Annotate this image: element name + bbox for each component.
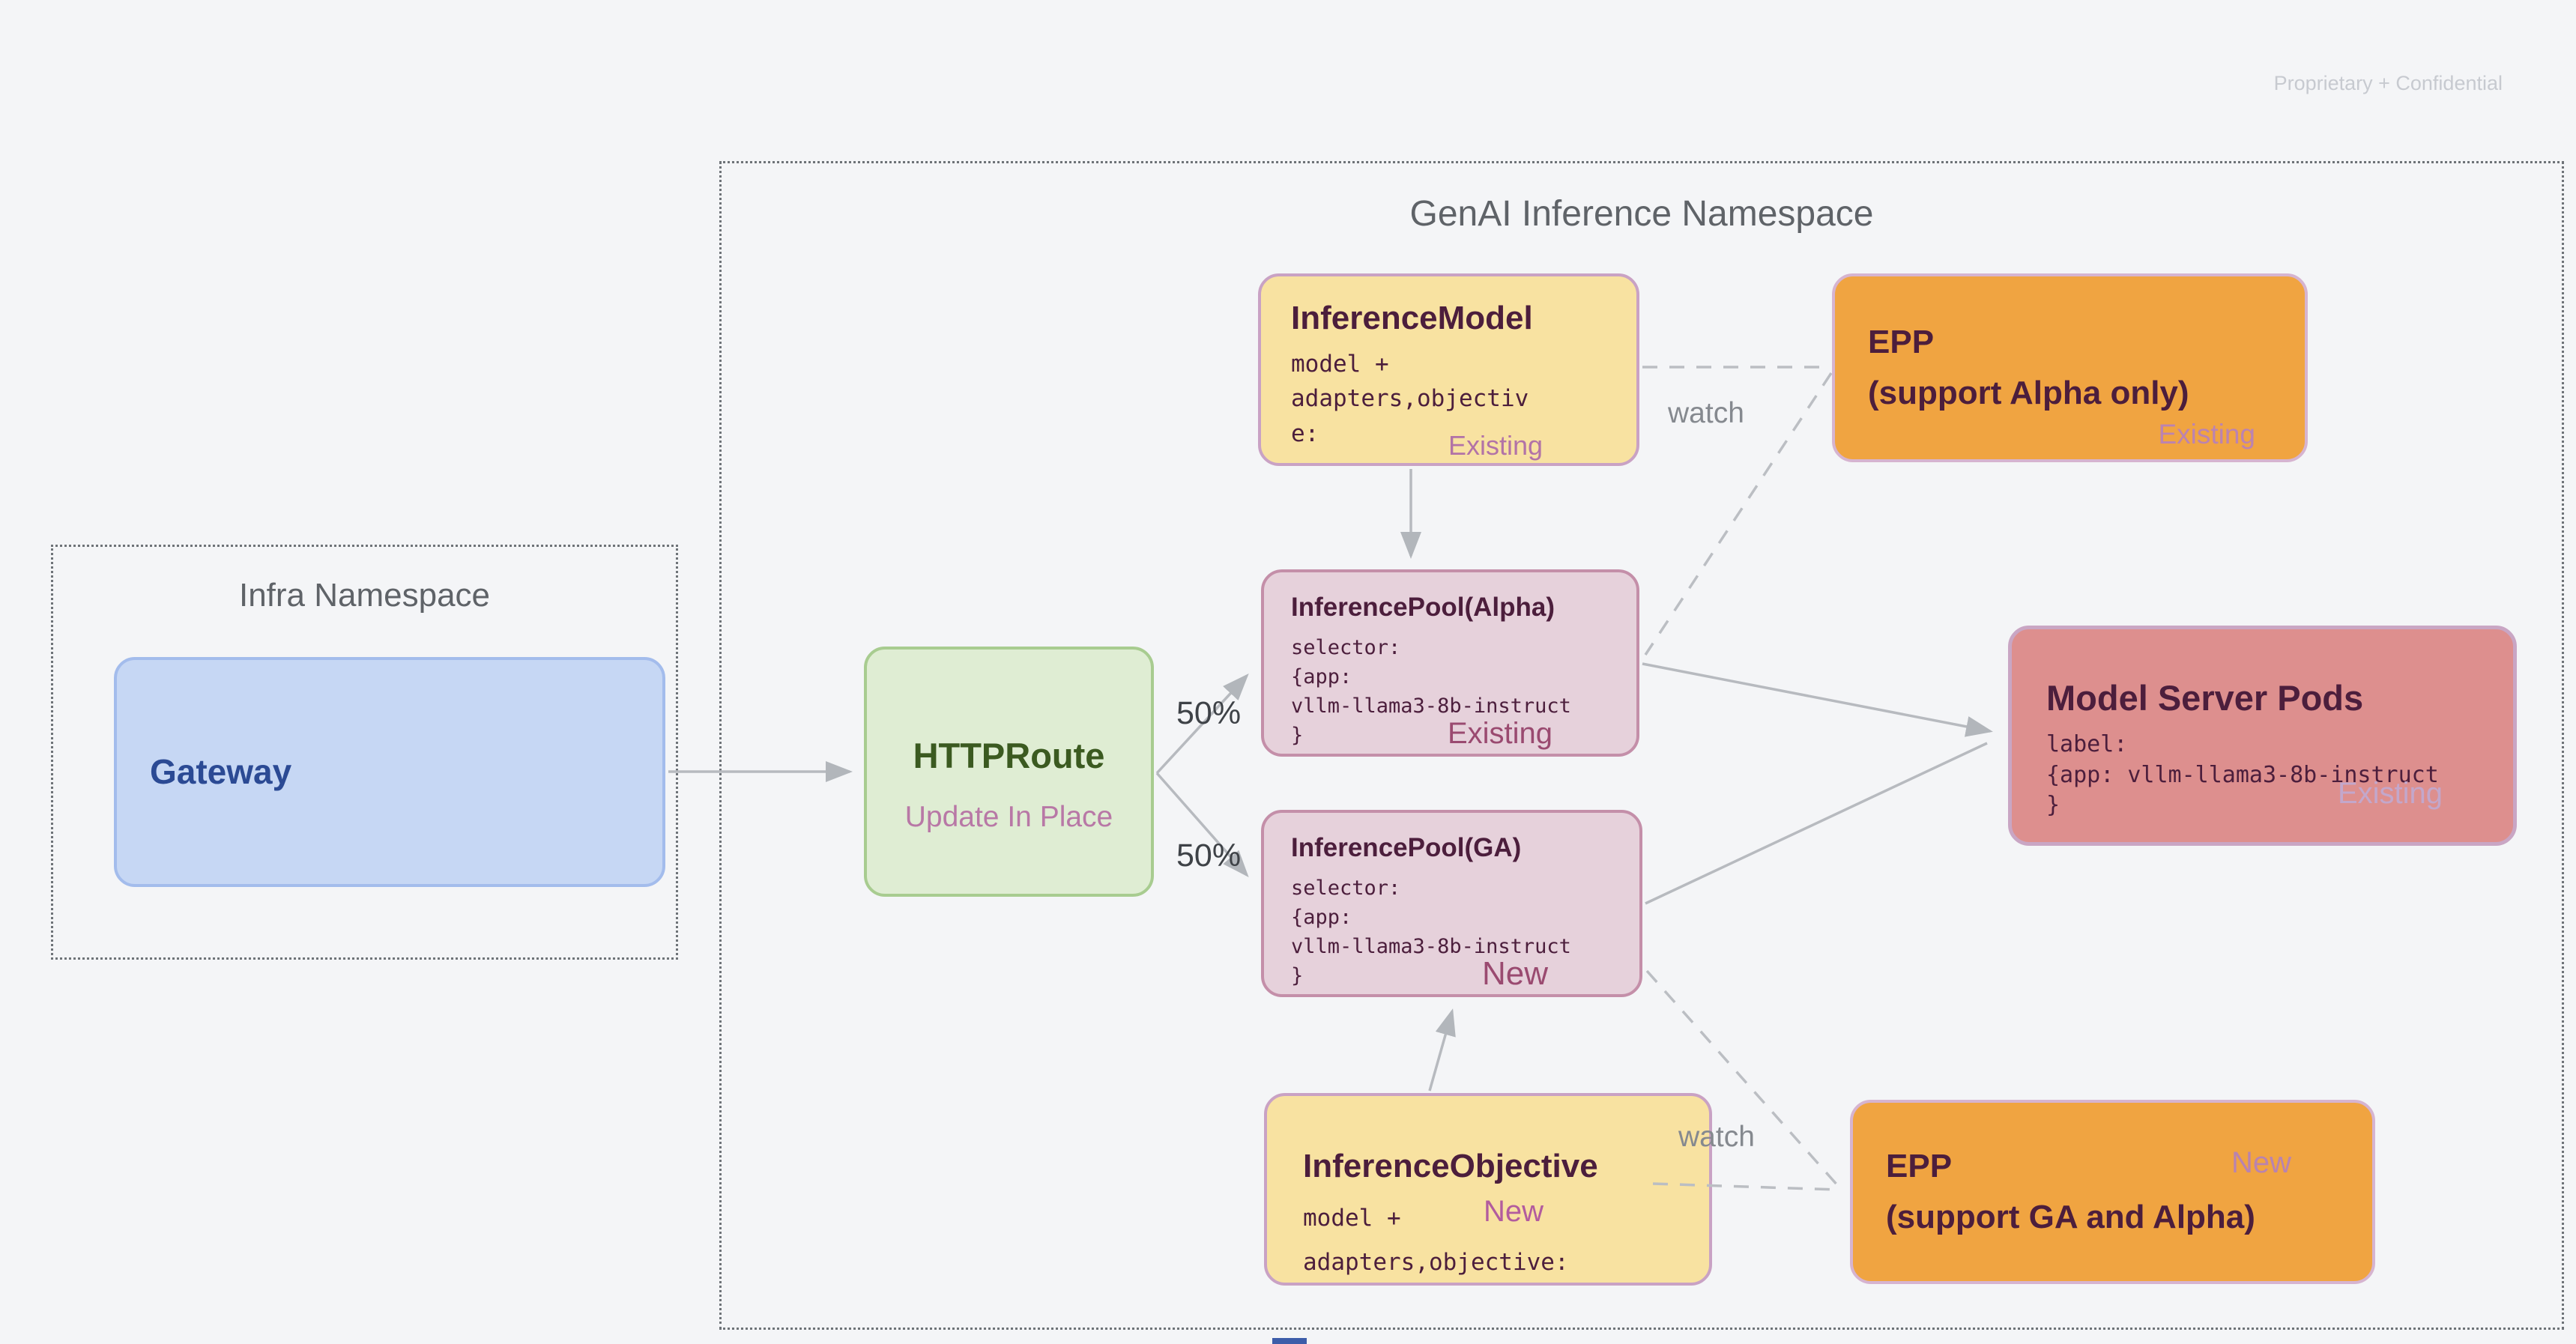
inference-pool-alpha-status-badge: Existing <box>1447 717 1552 750</box>
inference-model-title: InferenceModel <box>1291 300 1533 336</box>
confidential-watermark: Proprietary + Confidential <box>2273 72 2503 94</box>
inference-pool-alpha-code: selector: {app: vllm-llama3-8b-instruct … <box>1291 635 1571 748</box>
epp-ga-node: EPP (support GA and Alpha) New <box>1850 1100 2375 1284</box>
epp-ga-title: EPP (support GA and Alpha) <box>1886 1147 2255 1235</box>
inference-objective-title: InferenceObjective <box>1303 1148 1598 1184</box>
inference-pool-alpha-title: InferencePool(Alpha) <box>1291 593 1555 622</box>
inference-objective-status-badge: New <box>1484 1195 1544 1228</box>
route-split-alpha-label: 50% <box>1176 695 1242 731</box>
inference-model-node: InferenceModel model + adapters,objectiv… <box>1258 273 1639 466</box>
infra-namespace-box <box>51 545 678 960</box>
inference-pool-alpha-node: InferencePool(Alpha) selector: {app: vll… <box>1261 569 1639 757</box>
inference-objective-code: model + adapters,objective: <box>1303 1204 1569 1276</box>
inference-pool-ga-status-badge: New <box>1481 955 1548 992</box>
httproute-title: HTTPRoute <box>913 736 1105 775</box>
epp-alpha-node: EPP (support Alpha only) Existing <box>1832 273 2308 462</box>
genai-namespace-title: GenAI Inference Namespace <box>1409 194 1874 234</box>
clipped-blue-shape <box>1272 1338 1307 1344</box>
gateway-node: Gateway <box>114 657 665 887</box>
gateway-title: Gateway <box>150 752 292 792</box>
epp-alpha-status-badge: Existing <box>2158 419 2255 449</box>
epp-ga-status-badge: New <box>2231 1146 2291 1179</box>
inference-pool-ga-node: InferencePool(GA) selector: {app: vllm-l… <box>1261 810 1642 997</box>
model-server-pods-code: label: {app: vllm-llama3-8b-instruct } <box>2046 731 2439 819</box>
inference-pool-ga-title: InferencePool(GA) <box>1291 833 1522 862</box>
epp-alpha-title: EPP (support Alpha only) <box>1868 323 2189 411</box>
httproute-node: HTTPRoute Update In Place <box>864 647 1154 897</box>
genai-inference-namespace-box <box>719 161 2564 1330</box>
model-server-pods-node: Model Server Pods label: {app: vllm-llam… <box>2008 626 2517 846</box>
inference-model-code: model + adapters,objectiv e: <box>1291 350 1529 447</box>
infra-namespace-title: Infra Namespace <box>238 577 491 614</box>
watch-label-bottom: watch <box>1678 1121 1755 1153</box>
httproute-subtitle: Update In Place <box>904 801 1113 833</box>
model-server-pods-status-badge: Existing <box>2337 777 2443 810</box>
route-split-ga-label: 50% <box>1176 838 1242 874</box>
inference-model-status-badge: Existing <box>1448 430 1544 461</box>
inference-objective-node: InferenceObjective model + adapters,obje… <box>1264 1093 1712 1286</box>
watch-label-top: watch <box>1668 397 1744 429</box>
model-server-pods-title: Model Server Pods <box>2046 678 2364 718</box>
inference-pool-ga-code: selector: {app: vllm-llama3-8b-instruct … <box>1291 876 1571 988</box>
